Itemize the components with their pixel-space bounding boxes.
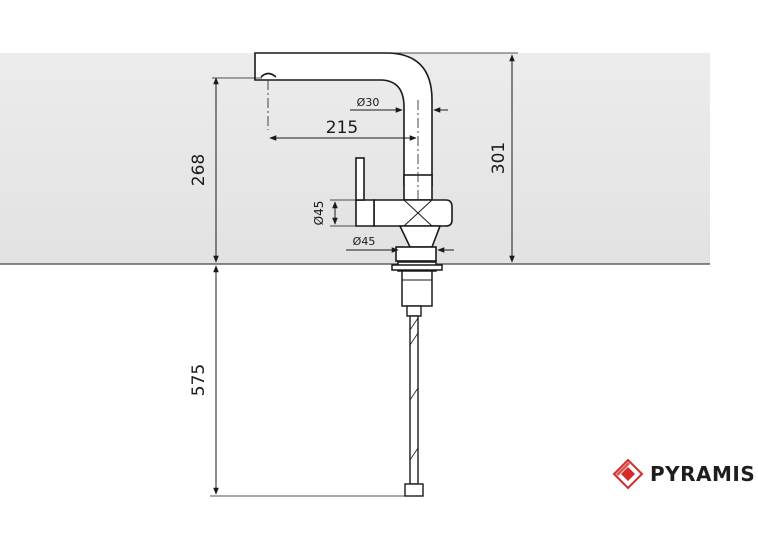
pyramis-brand: PYRAMIS (612, 458, 755, 490)
countertop-surface (0, 53, 710, 264)
dimension-lever-diameter (330, 199, 356, 227)
flexible-hose (404, 305, 424, 497)
dimension-label-spout-reach: 215 (326, 118, 358, 138)
dimension-spout-height (212, 77, 262, 263)
dimension-hose-length (210, 265, 406, 497)
lever-handle (355, 157, 365, 201)
dimension-total-height (386, 52, 518, 263)
dimension-label-body-diameter: Ø45 (353, 235, 376, 248)
pyramis-logo-icon (612, 458, 644, 490)
center-lines (267, 80, 419, 200)
mounting-shank (391, 261, 443, 307)
dimension-label-pipe-diameter: Ø30 (357, 96, 380, 109)
brand-name: PYRAMIS (650, 462, 756, 486)
dimension-label-spout-height: 268 (189, 154, 209, 186)
dimension-label-hose-length: 575 (189, 364, 209, 396)
dimension-label-lever-diameter: Ø45 (312, 201, 326, 226)
dimension-label-total-height: 301 (489, 142, 509, 174)
